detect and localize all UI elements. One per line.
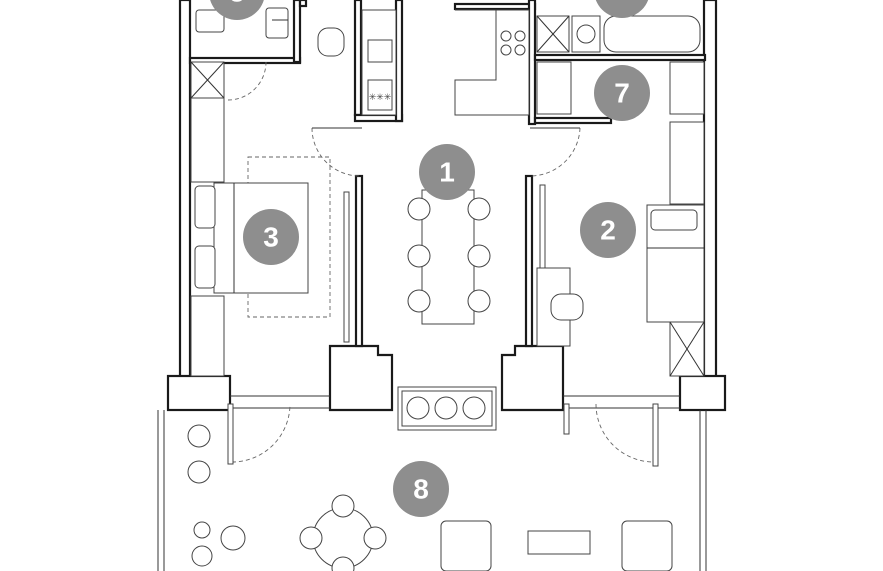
grill [220, 525, 246, 551]
wall-bath-left-right [292, 0, 302, 64]
exterior-walls [166, 0, 727, 412]
wardrobe-7-right [669, 61, 705, 115]
toilet-left [195, 9, 225, 33]
svg-text:6: 6 [614, 0, 630, 6]
closet-right [669, 121, 705, 205]
door-arc-terrace-right [595, 403, 655, 463]
room-badge-2: 2 [580, 202, 636, 258]
svg-text:✳✳✳: ✳✳✳ [369, 92, 392, 102]
room-badges: 5 6 7 1 3 2 8 [210, 0, 650, 517]
chair-right [550, 293, 584, 321]
bathroom-right [536, 15, 701, 53]
wardrobe-7-left [536, 61, 572, 115]
center-left-pier [328, 344, 394, 412]
terrace-railing [157, 395, 707, 571]
left-pier [166, 374, 232, 412]
wardrobes [190, 61, 705, 377]
wall-kitchen2-right [527, 0, 537, 126]
cooktop-left [367, 79, 393, 111]
closet-left [190, 97, 225, 183]
living-room-furniture [397, 189, 497, 431]
armchair-right [621, 520, 673, 571]
wall-bath-right-bottom [533, 53, 707, 62]
closet-left-bottom [190, 295, 225, 377]
dining-table [421, 189, 475, 325]
svg-text:7: 7 [614, 78, 630, 109]
center-right-pier [500, 344, 565, 412]
bathroom-left [195, 7, 289, 39]
svg-text:5: 5 [229, 0, 245, 8]
bedroom-right-furniture [536, 204, 705, 347]
svg-text:1: 1 [439, 157, 455, 188]
wall-living-left [354, 174, 364, 348]
wall-wardrobe-bottom [533, 116, 613, 125]
wall-kitchen-right [394, 0, 404, 123]
room-badge-7: 7 [594, 65, 650, 121]
room-badge-6: 6 [595, 0, 649, 18]
coffee-table [527, 530, 591, 555]
room-badge-3: 3 [243, 209, 299, 265]
kitchen: ✳✳✳ [317, 9, 530, 116]
room-badge-8: 8 [393, 461, 449, 517]
bathtub [603, 15, 701, 53]
room-badge-1: 1 [419, 144, 475, 200]
wall-kitchen2-top [453, 2, 537, 11]
right-pier [678, 374, 727, 412]
door-arc-terrace-left [231, 403, 291, 463]
wall-stub [298, 0, 308, 8]
wall-living-right [524, 174, 534, 348]
terrace-furniture [187, 424, 673, 571]
sink-left [265, 7, 289, 39]
room-badge-5: 5 [210, 0, 264, 20]
armchair-left [440, 520, 492, 571]
wall-kitchen-left [353, 0, 363, 117]
doors [227, 61, 659, 467]
door-arc-bath-left [227, 61, 267, 101]
kitchen-counter-right [454, 9, 530, 116]
rug-left [247, 156, 331, 318]
door-arc-living-right [529, 127, 581, 177]
left-outer-wall [178, 0, 192, 382]
chair-kitchen [317, 27, 345, 57]
svg-text:8: 8 [413, 474, 429, 505]
svg-text:3: 3 [263, 222, 279, 253]
svg-text:2: 2 [600, 215, 616, 246]
sink-kitchen [367, 39, 393, 63]
door-arc-living-left [311, 127, 361, 177]
